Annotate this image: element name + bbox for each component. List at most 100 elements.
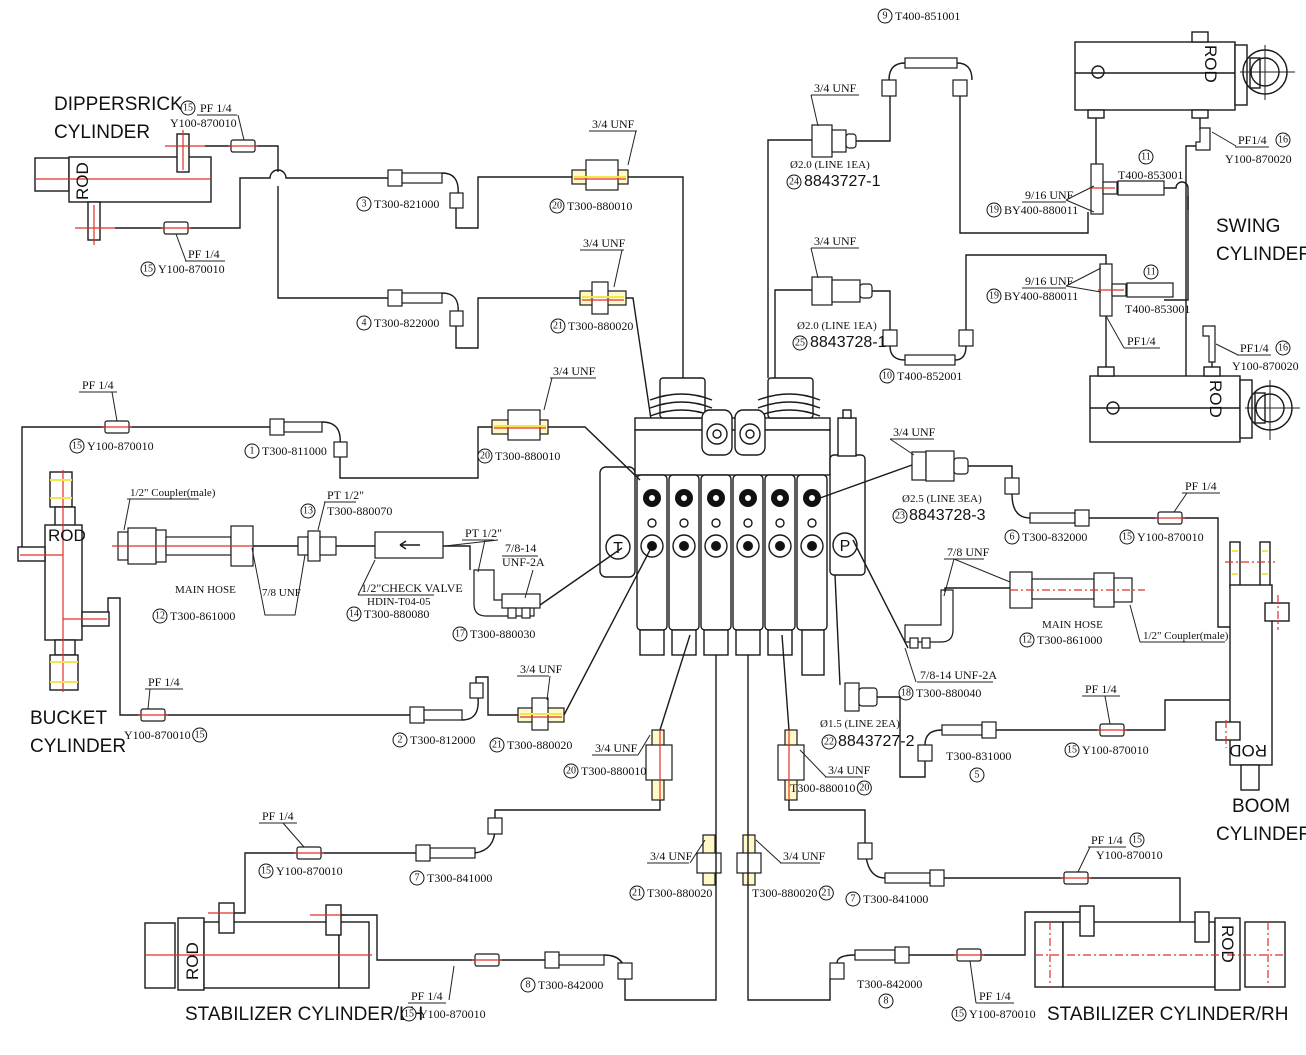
fit21-top-part: T300-880020	[568, 319, 633, 333]
dip-pf-bot-leader	[175, 233, 187, 262]
fit20-top-callout-number: 20	[552, 201, 562, 212]
fit21-mid-callout-circle	[489, 737, 505, 753]
hose-10	[882, 329, 974, 366]
elbow16-top-part: Y100-870020	[1225, 152, 1292, 166]
tee19-bot-part: BY400-880011	[1004, 289, 1078, 303]
hose-7-left	[415, 817, 503, 862]
fit20-bl-spec: 3/4 UNF	[595, 741, 638, 755]
fit20-top-part: T300-880010	[567, 199, 632, 213]
check-valve14-port-leader	[444, 539, 499, 573]
bucket-pf-bot-callout-number: 15	[195, 730, 205, 741]
stab-rh-pf-top-part: Y100-870010	[1096, 848, 1163, 862]
pressure-port-label: P	[840, 538, 851, 555]
hose2-callout-number: 2	[398, 735, 403, 746]
boom-cylinder: ROD BOOM CYLINDER	[1215, 541, 1306, 845]
check-valve14-model: HDIN-T04-05	[367, 596, 431, 608]
dip-pf-bot-callout-circle	[140, 261, 156, 277]
elbow16-bot-leader	[1215, 343, 1239, 356]
fit21-br-callout-number: 21	[821, 888, 831, 899]
hose8-l-callout-number: 8	[526, 980, 531, 991]
main-hose-right-callout-number: 12	[1022, 635, 1032, 646]
pipe24-part: 8843727-1	[804, 173, 881, 190]
pipe24-spec: 3/4 UNF	[814, 81, 857, 95]
stab-rh-pf-top-leader	[1077, 846, 1091, 873]
elbow-18	[904, 589, 954, 649]
hose7-l-callout-number: 7	[415, 873, 420, 884]
stabilizer-lh-cylinder: ROD STABILIZER CYLINDER/LH	[144, 902, 423, 1025]
fit20-br-spec: 3/4 UNF	[828, 763, 871, 777]
stab-rh-title: STABILIZER CYLINDER/RH	[1047, 1004, 1288, 1025]
swing-title-2: CYLINDER	[1216, 244, 1306, 265]
fit20-mid-spec: 3/4 UNF	[553, 364, 596, 378]
stab-lh-pf-top-callout-circle	[258, 863, 274, 879]
elbow18-spec: 7/8-14 UNF-2A	[920, 668, 997, 682]
fitting-pf14-stab-lh-bot	[472, 953, 502, 967]
main-hose-right	[1009, 571, 1145, 609]
fit21-mid-leader	[546, 675, 551, 701]
hose5-part: T300-831000	[946, 749, 1011, 763]
bucket-pf-top-spec: PF 1/4	[82, 378, 114, 392]
hose1-part: T300-811000	[262, 444, 327, 458]
fit20-bl-leader	[637, 734, 651, 756]
fit20-bl-callout-number: 20	[566, 766, 576, 777]
dip-pf-top-callout-number: 15	[183, 103, 193, 114]
stab-lh-pf-top-spec: PF 1/4	[262, 809, 294, 823]
tank-port-label: T	[613, 540, 623, 557]
tee-19-bot	[1098, 263, 1127, 317]
dip-pf-top-callout-circle	[180, 100, 196, 116]
adapter13-part: T300-880070	[327, 504, 392, 518]
boom-pf-bot-callout-circle	[1064, 742, 1080, 758]
dip-pf-top-leader	[237, 114, 245, 141]
bucket-cylinder: ROD BUCKET CYLINDER	[17, 470, 126, 757]
adapter13-spec: PT 1/2"	[327, 488, 364, 502]
elbow17-callout-number: 17	[455, 629, 465, 640]
adapter-13	[297, 530, 337, 562]
hose7-r-callout-number: 7	[851, 894, 856, 905]
elbow16-top-leader	[1211, 131, 1237, 147]
hose11-bot-part: T400-853001	[1125, 302, 1190, 316]
boom-title-2: CYLINDER	[1216, 824, 1306, 845]
hose11-top-callout-circle	[1138, 149, 1154, 165]
check-valve14-callout-number: 14	[349, 609, 359, 620]
pipe24-callout-circle	[786, 174, 802, 190]
tee-19-top	[1090, 163, 1118, 215]
elbow16-bot-callout-number: 16	[1278, 343, 1288, 354]
elbow16-bot-part: Y100-870020	[1232, 359, 1299, 373]
elbow-17	[473, 569, 541, 619]
hose2-part: T300-812000	[410, 733, 475, 747]
hose9-callout-number: 9	[883, 11, 888, 22]
stab-lh-pf-bot-callout-circle	[401, 1006, 417, 1022]
hose11-bot-callout-number: 11	[1146, 267, 1156, 278]
check-valve14-part: T300-880080	[364, 607, 429, 621]
pipe-23-fitting	[911, 450, 969, 482]
hose6-callout-number: 6	[1010, 532, 1015, 543]
control-valve: T P	[599, 377, 866, 676]
boom-pf-top-callout-circle	[1119, 529, 1135, 545]
bucket-pf-top-leader	[111, 391, 118, 422]
hose-3	[387, 169, 464, 209]
pressure-port	[832, 532, 858, 558]
dip-pf-top-part: Y100-870010	[170, 116, 237, 130]
hose8-l-part: T300-842000	[538, 978, 603, 992]
hose7-r-part: T300-841000	[863, 892, 928, 906]
pipe24-dia: Ø2.0 (LINE 1EA)	[790, 159, 870, 171]
pipe23-dia: Ø2.5 (LINE 3EA)	[902, 493, 982, 505]
fit21-br-spec: 3/4 UNF	[783, 849, 826, 863]
coupler-right-leader	[1129, 604, 1225, 643]
pipe25-dia: Ø2.0 (LINE 1EA)	[797, 320, 877, 332]
pipe-24-fitting	[811, 124, 857, 158]
bucket-pf-top-part: Y100-870010	[87, 439, 154, 453]
boom-pf-top-spec: PF 1/4	[1185, 479, 1217, 493]
stab-lh-title: STABILIZER CYLINDER/LH	[185, 1004, 423, 1025]
hose10-callout-number: 10	[882, 371, 892, 382]
dip-pf-top-spec: PF 1/4	[200, 101, 232, 115]
boom-pf-top-callout-number: 15	[1122, 532, 1132, 543]
dipperstick-title-2: CYLINDER	[54, 122, 150, 143]
pipe22-dia: Ø1.5 (LINE 2EA)	[820, 718, 900, 730]
boom-pf-top-leader	[1173, 492, 1188, 513]
fitting-pf14-boom-bot	[1097, 723, 1127, 737]
elbow17-callout-circle	[452, 626, 468, 642]
hose3-callout-number: 3	[362, 199, 367, 210]
fit20-top-spec: 3/4 UNF	[592, 117, 635, 131]
